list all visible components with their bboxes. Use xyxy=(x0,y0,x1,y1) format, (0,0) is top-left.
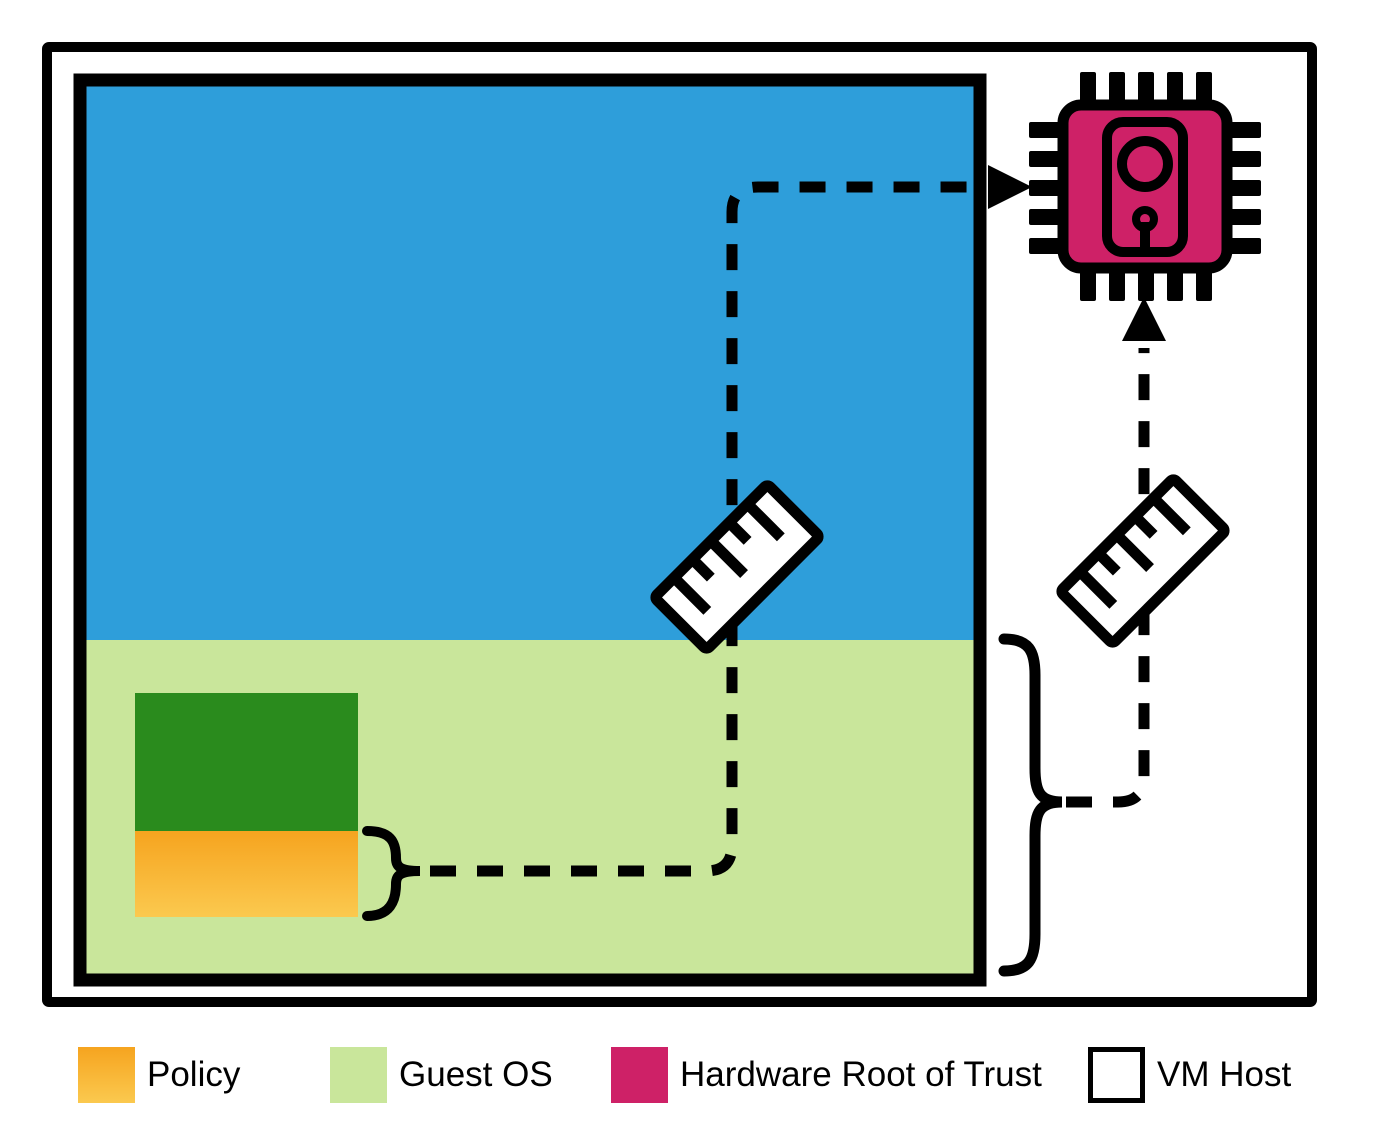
curly-brace-policy xyxy=(362,826,421,921)
inner-box-border xyxy=(73,73,987,987)
arrow-up-icon xyxy=(1122,297,1166,341)
chip-ring xyxy=(1117,136,1173,192)
ruler-icon-1 xyxy=(650,480,824,654)
dashed-connector-guestos-to-chip xyxy=(1066,348,1150,808)
ruler-icon-2 xyxy=(1056,474,1230,648)
chip-plate-outline xyxy=(1102,117,1188,257)
arrow-right-icon xyxy=(988,165,1032,209)
hardware-root-of-trust-chip-icon xyxy=(1029,72,1261,301)
dark-green-box xyxy=(135,693,358,831)
policy-box xyxy=(135,831,358,917)
keyhole-stem xyxy=(1140,222,1150,248)
curly-brace-guest-os xyxy=(998,633,1063,977)
blue-region xyxy=(86,86,974,640)
